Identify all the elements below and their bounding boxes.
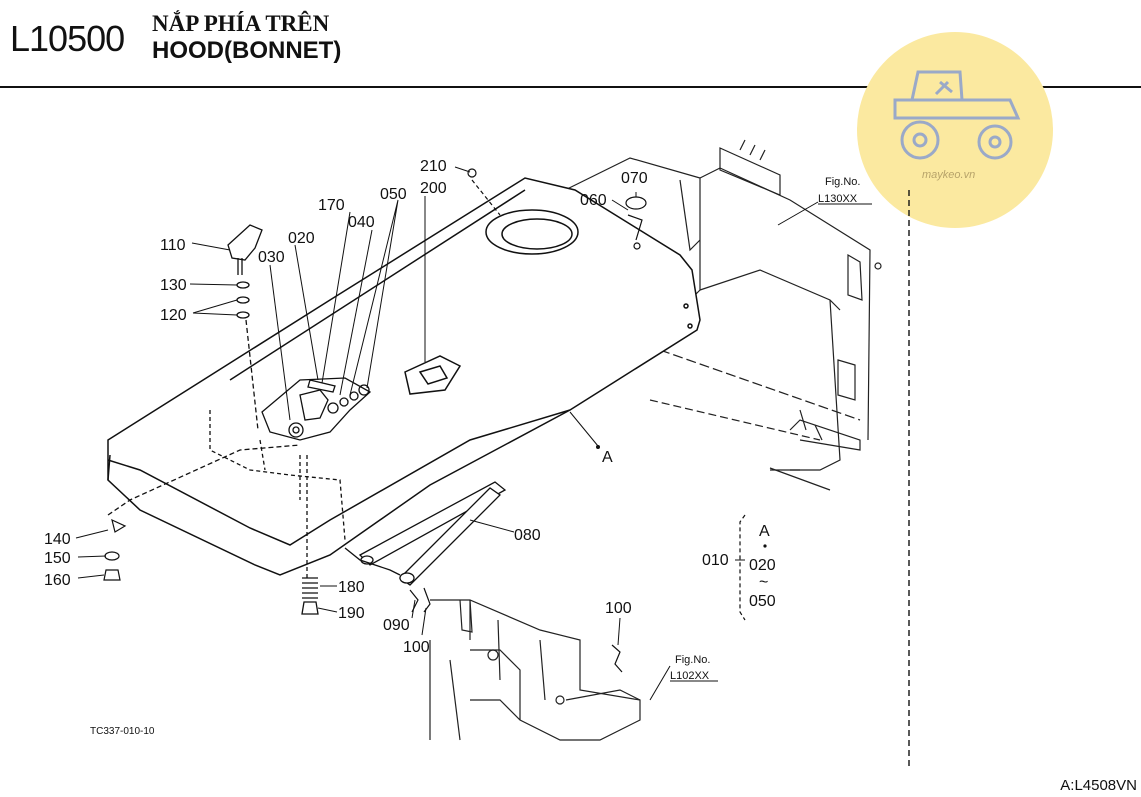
pins-clips xyxy=(103,168,647,673)
callout-200: 200 xyxy=(420,180,447,197)
hood-bonnet-body xyxy=(107,177,701,576)
header-divider xyxy=(0,86,1141,88)
fig-ref-1-code: L130XX xyxy=(818,193,858,205)
callout-020: 020 xyxy=(288,230,315,247)
mark-a-dot xyxy=(596,445,600,449)
footer-code: A:L4508VN xyxy=(1060,777,1137,794)
hood-stay-rod xyxy=(344,481,507,586)
legend-assembly-code: 010 xyxy=(702,552,729,569)
callout-170: 170 xyxy=(318,197,345,214)
legend-to: 050 xyxy=(749,593,776,610)
callout-090: 090 xyxy=(383,617,410,634)
callout-050: 050 xyxy=(380,186,407,203)
callout-180: 180 xyxy=(338,579,365,596)
assembly-legend: 010 A 020 ~ 050 xyxy=(702,514,776,621)
callout-040: 040 xyxy=(348,214,375,231)
callout-100-right: 100 xyxy=(605,600,632,617)
callout-100-left: 100 xyxy=(403,639,430,656)
legend-from: 020 xyxy=(749,557,776,574)
callout-130: 130 xyxy=(160,277,187,294)
watermark-circle xyxy=(857,32,1053,228)
hinge-assembly xyxy=(107,377,372,541)
front-bracket xyxy=(429,599,641,741)
callout-210: 210 xyxy=(420,158,447,175)
callout-140: 140 xyxy=(44,531,71,548)
callout-160: 160 xyxy=(44,572,71,589)
callout-110: 110 xyxy=(160,237,186,254)
tractor-icon xyxy=(893,70,1021,160)
rear-frame xyxy=(554,139,882,491)
fig-ref-2-label: Fig.No. xyxy=(675,654,710,666)
fig-ref-1-label: Fig.No. xyxy=(825,176,860,188)
title-vietnamese: NẮP PHÍA TRÊN xyxy=(152,11,330,36)
callout-060: 060 xyxy=(580,192,607,209)
callout-080: 080 xyxy=(514,527,541,544)
callout-120: 120 xyxy=(160,307,187,324)
fig-ref-2-code: L102XX xyxy=(670,670,710,682)
title-english: HOOD(BONNET) xyxy=(152,37,342,64)
callout-030: 030 xyxy=(258,249,285,266)
watermark-text: maykeo.vn xyxy=(922,169,975,181)
callout-070: 070 xyxy=(621,170,648,187)
legend-mark: A xyxy=(759,523,770,540)
page-code: L10500 xyxy=(10,18,125,59)
leader-lines xyxy=(75,166,819,701)
legend-range: ~ xyxy=(759,574,768,591)
callout-150: 150 xyxy=(44,550,71,567)
spring-and-cap xyxy=(301,455,319,615)
callout-mark-a: A xyxy=(602,449,613,466)
drawing-code: TC337-010-10 xyxy=(90,726,155,737)
watermark-logo: maykeo.vn xyxy=(857,32,1053,228)
callout-190: 190 xyxy=(338,605,365,622)
